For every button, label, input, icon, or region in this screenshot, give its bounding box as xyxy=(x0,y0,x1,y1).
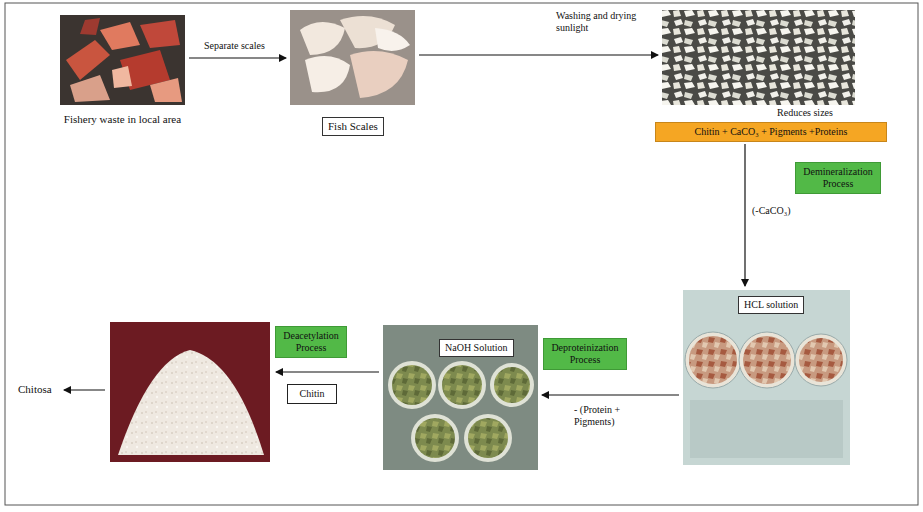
flow-arrow xyxy=(744,144,745,286)
flow-arrow xyxy=(542,394,679,395)
process-box: Deacetylation Process xyxy=(275,326,347,358)
composition-box: Chitin + CaCO₃ + Pigments +Proteins xyxy=(655,122,887,142)
photo-panel: Fishery waste in local area xyxy=(60,15,185,105)
box-text: Demineralization Process xyxy=(800,166,876,190)
box-text: Deacetylation Process xyxy=(280,330,342,354)
flow-arrow xyxy=(189,57,286,58)
edge-label: - (Protein + Pigments) xyxy=(574,404,650,428)
edge-label: Separate scales xyxy=(204,40,288,52)
box-text: Deproteinization Process xyxy=(548,342,622,366)
flow-arrow xyxy=(419,54,658,55)
photo-caption: Fishery waste in local area xyxy=(46,113,199,126)
photo-caption: Reduces sizes xyxy=(757,107,853,119)
process-box: Demineralization Process xyxy=(795,162,881,194)
end-product-label: Chitosa xyxy=(18,383,52,396)
edge-label: Washing and drying sunlight xyxy=(556,10,654,34)
edge-label: (-CaCO₃) xyxy=(752,205,812,217)
photo-panel: HCL solution xyxy=(683,290,850,465)
photo-caption: NaOH Solution xyxy=(439,339,514,357)
box-text: Chitin + CaCO₃ + Pigments +Proteins xyxy=(660,126,882,138)
photo-caption: Fish Scales xyxy=(322,117,384,136)
photo-panel: NaOH Solution xyxy=(383,325,538,470)
process-box: Deproteinization Process xyxy=(543,338,627,370)
photo-panel: Reduces sizes xyxy=(662,10,855,105)
box-text: Chitin xyxy=(292,388,332,400)
product-box: Chitin xyxy=(287,384,337,404)
photo-panel: Fish Scales xyxy=(290,10,415,105)
photo-caption: HCL solution xyxy=(738,296,804,314)
